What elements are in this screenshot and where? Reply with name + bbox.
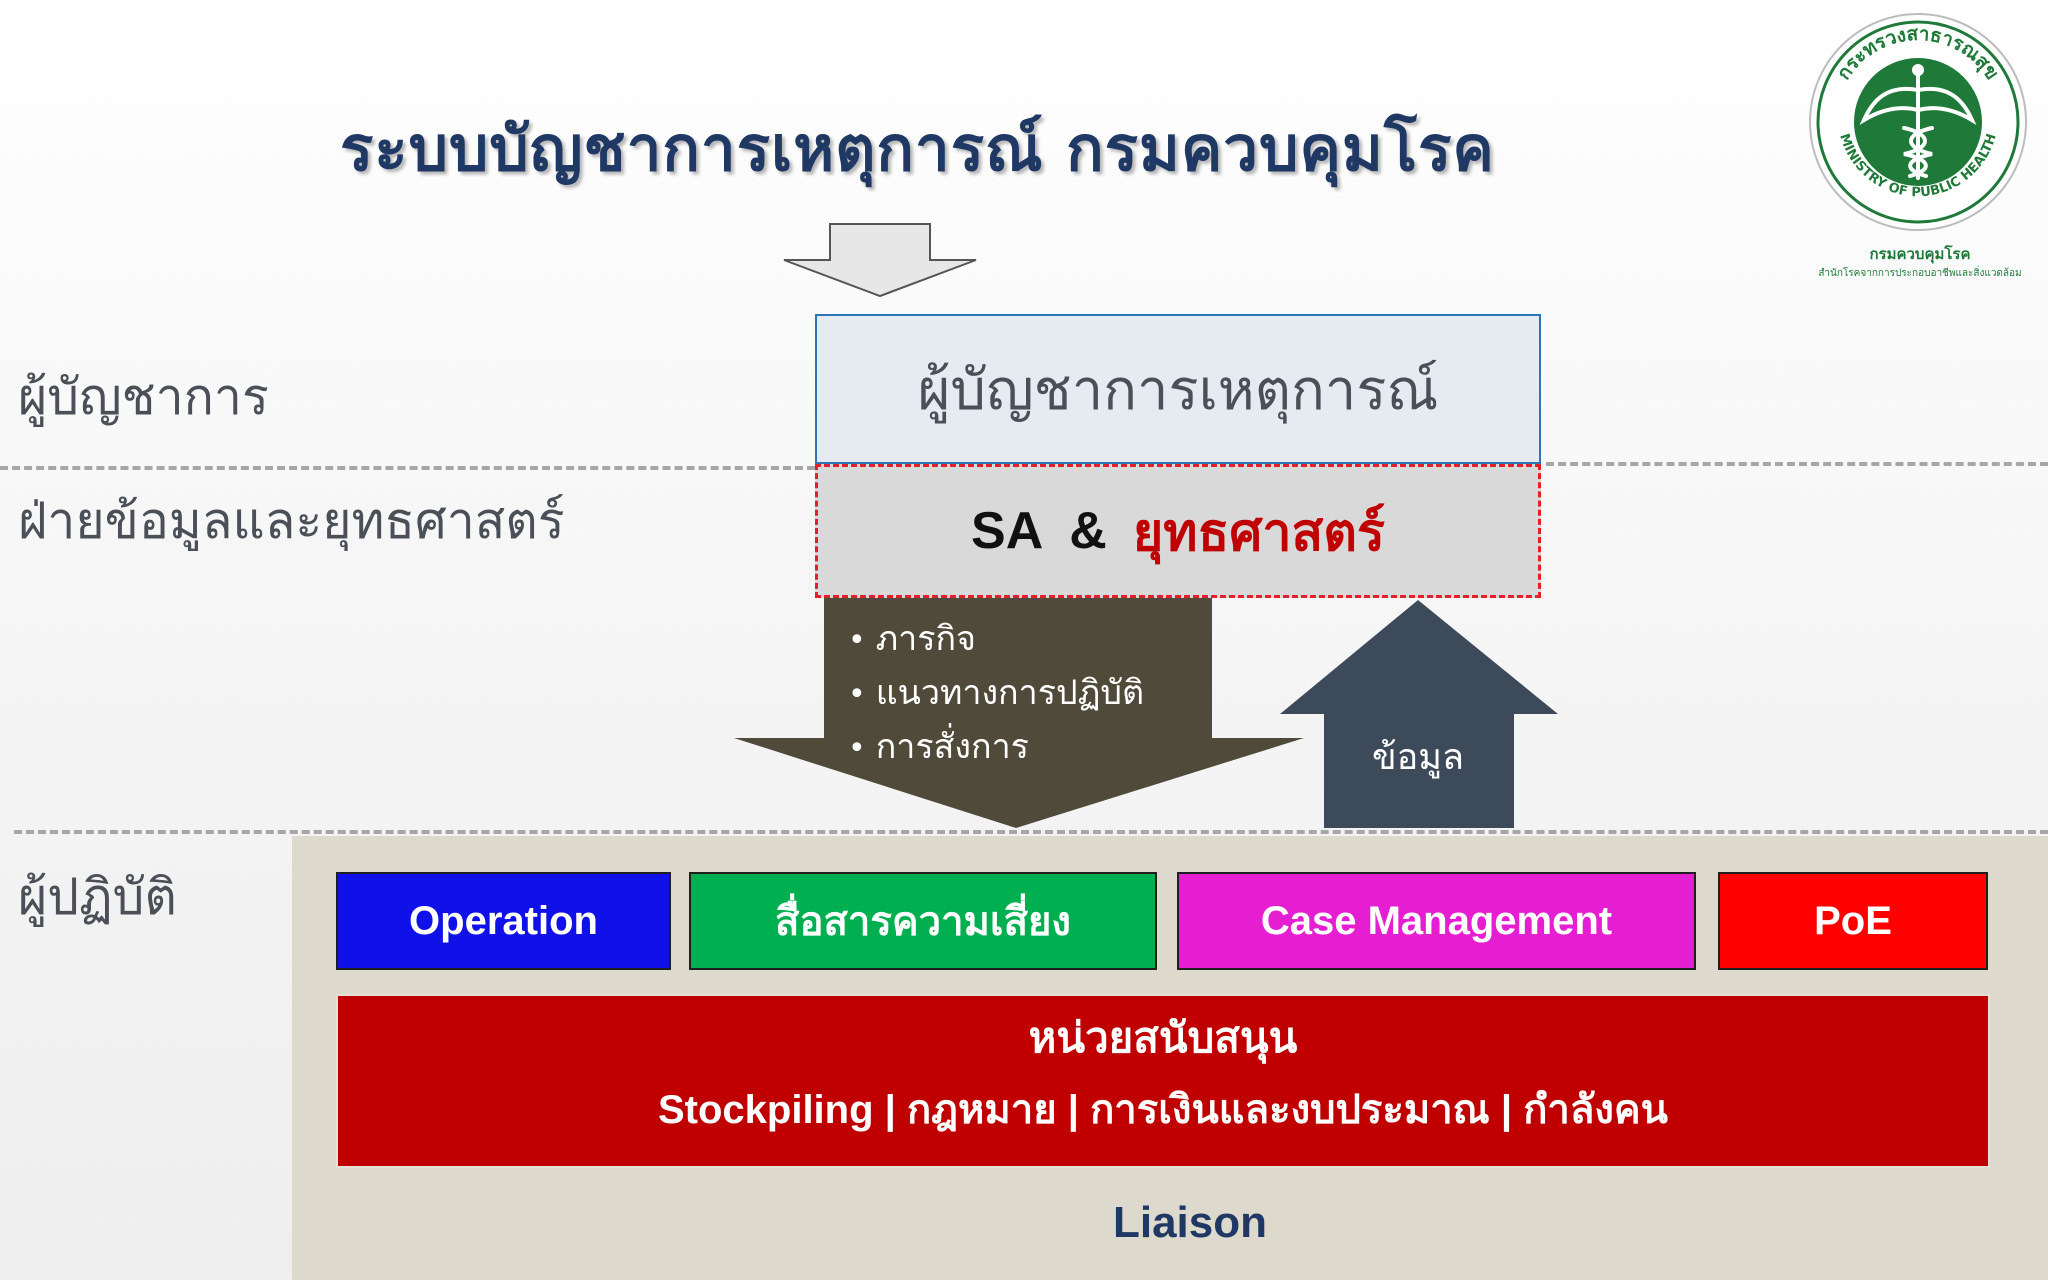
tier-label-operators: ผู้ปฏิบัติ xyxy=(18,868,177,926)
sa-strategy-box: SA & ยุทธศาสตร์ xyxy=(815,464,1541,598)
poe-box: PoE xyxy=(1718,872,1988,970)
case-management-box: Case Management xyxy=(1177,872,1696,970)
support-unit-box: หน่วยสนับสนุน Stockpiling | กฎหมาย | การ… xyxy=(336,994,1990,1168)
information-label: ข้อมูล xyxy=(1371,737,1465,778)
tier-divider-upper-left xyxy=(0,466,815,470)
operation-box: Operation xyxy=(336,872,671,970)
command-list-item: ภารกิจ xyxy=(848,612,1144,666)
risk-communication-label: สื่อสารความเสี่ยง xyxy=(775,900,1071,944)
strategy-label: ยุทธศาสตร์ xyxy=(1132,502,1385,563)
logo-bureau-name: สำนักโรคจากการประกอบอาชีพและสิ่งแวดล้อม xyxy=(1818,268,2022,279)
logo-department-name: กรมควบคุมโรค xyxy=(1869,245,1971,263)
risk-communication-box: สื่อสารความเสี่ยง xyxy=(689,872,1157,970)
liaison-label: Liaison xyxy=(1112,1198,1268,1247)
command-list-item: การสั่งการ xyxy=(848,720,1144,774)
information-up-arrow xyxy=(1280,600,1558,828)
operation-label: Operation xyxy=(409,898,598,943)
tier-divider-upper-right xyxy=(1546,462,2048,466)
command-list-item: แนวทางการปฏิบัติ xyxy=(848,666,1144,720)
incident-commander-box: ผู้บัญชาการเหตุการณ์ xyxy=(815,314,1541,464)
support-unit-items: Stockpiling | กฎหมาย | การเงินและงบประมา… xyxy=(657,1088,1669,1132)
command-list: ภารกิจ แนวทางการปฏิบัติ การสั่งการ xyxy=(848,612,1144,774)
tier-label-info-strategy: ฝ่ายข้อมูลและยุทธศาสตร์ xyxy=(18,492,565,550)
ministry-logo-icon: กระทรวงสาธารณสุข MINISTRY OF PUBLIC HEAL… xyxy=(1809,13,2027,231)
hollow-down-arrow-icon xyxy=(783,223,977,298)
incident-commander-label: ผู้บัญชาการเหตุการณ์ xyxy=(917,357,1439,423)
ampersand-label: & xyxy=(1069,502,1107,560)
poe-label: PoE xyxy=(1814,898,1892,943)
tier-divider-lower xyxy=(14,830,2048,834)
sa-label: SA xyxy=(971,502,1044,560)
case-management-label: Case Management xyxy=(1260,898,1613,943)
page-title: ระบบบัญชาการเหตุการณ์ กรมควบคุมโรค xyxy=(340,112,1495,185)
tier-label-commander: ผู้บัญชาการ xyxy=(18,368,269,426)
support-unit-title: หน่วยสนับสนุน xyxy=(1028,1013,1298,1062)
